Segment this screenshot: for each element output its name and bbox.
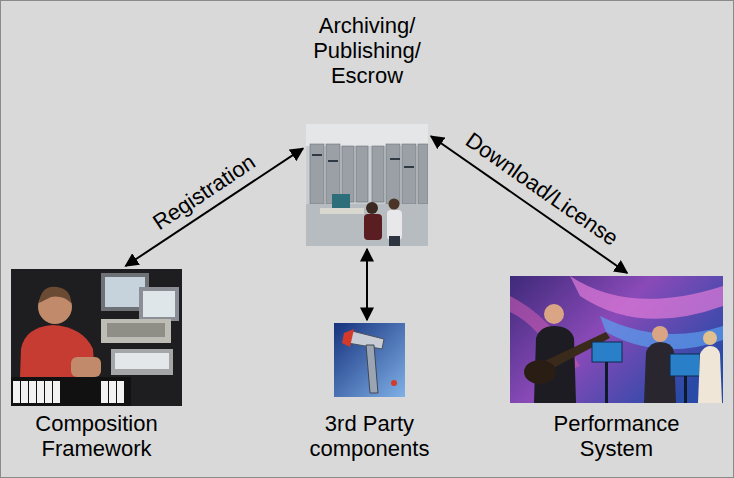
caption-text: Archiving/ Publishing/ Escrow [297,13,437,88]
caption-text: Performance System [527,411,707,461]
illustration-part [117,381,124,403]
caption-text: Composition Framework [7,411,187,461]
photo-node: Performance System [510,276,723,403]
illustration-part [342,329,354,347]
illustration-part [387,210,402,240]
illustration-part [71,357,101,377]
illustration-part [115,353,169,369]
double-arrow [431,136,627,273]
illustration-part [510,276,723,403]
illustration-part [570,276,723,319]
caption-text: 3rd Party components [295,411,445,461]
illustration-part [391,380,397,386]
illustration-part [390,158,400,160]
illustration-part [45,381,52,403]
illustration-part [107,323,165,337]
illustration-part [306,124,428,146]
node-caption: Archiving/ Publishing/ Escrow [297,13,437,88]
illustration-part [592,342,622,362]
photo-node: Composition Framework [11,269,182,406]
illustration-part [11,269,182,406]
illustration-part [698,346,722,403]
illustration-part [37,381,44,403]
node-caption: 3rd Party components [295,411,445,461]
performance-photo [510,276,723,403]
illustration-part [143,291,175,317]
illustration-part [389,199,400,210]
illustration-part [605,362,608,403]
illustration-part [310,144,428,204]
illustration-part [11,377,131,406]
illustration-part [101,319,171,343]
illustration-part [101,381,108,403]
illustration-part [404,166,414,168]
illustration-part [524,360,556,384]
illustration-part [332,194,350,208]
illustration-part [544,304,564,324]
illustration-part [402,144,416,204]
photo-node: Archiving/ Publishing/ Escrow [306,124,428,246]
illustration-part [312,154,322,156]
double-arrow [126,148,303,266]
illustration-part [703,331,717,345]
node-caption: Composition Framework [7,411,187,461]
illustration-part [306,124,428,246]
illustration-part [310,144,324,204]
hammer-icon [334,323,405,397]
illustration-part [366,345,378,393]
illustration-part [13,381,124,403]
illustration-part [418,144,428,204]
illustration-part [670,354,700,376]
illustration-part [29,381,36,403]
illustration-part [53,381,60,403]
illustration-part [312,154,414,168]
illustration-part [386,144,400,204]
edge-label: Download/License [461,128,623,251]
illustration-part [109,381,116,403]
illustration-part [389,236,400,246]
illustration-part [13,381,20,403]
composer-photo [11,269,182,406]
server-room-photo [306,124,428,246]
photo-node: 3rd Party components [334,323,405,397]
illustration-part [334,323,405,397]
edge-label: Registration [148,149,260,235]
illustration-part [364,214,382,240]
illustration-part [372,146,384,202]
illustration-part [342,146,354,202]
illustration-part [366,202,378,214]
illustration-part [39,287,71,303]
illustration-part [356,146,368,202]
illustration-part [652,326,668,342]
illustration-part [328,160,338,162]
illustration-part [684,376,687,403]
node-caption: Performance System [527,411,707,461]
illustration-part [139,287,179,321]
illustration-part [21,381,28,403]
double-arrow [366,249,368,320]
illustration-part [111,349,173,375]
illustration-part [320,208,364,214]
